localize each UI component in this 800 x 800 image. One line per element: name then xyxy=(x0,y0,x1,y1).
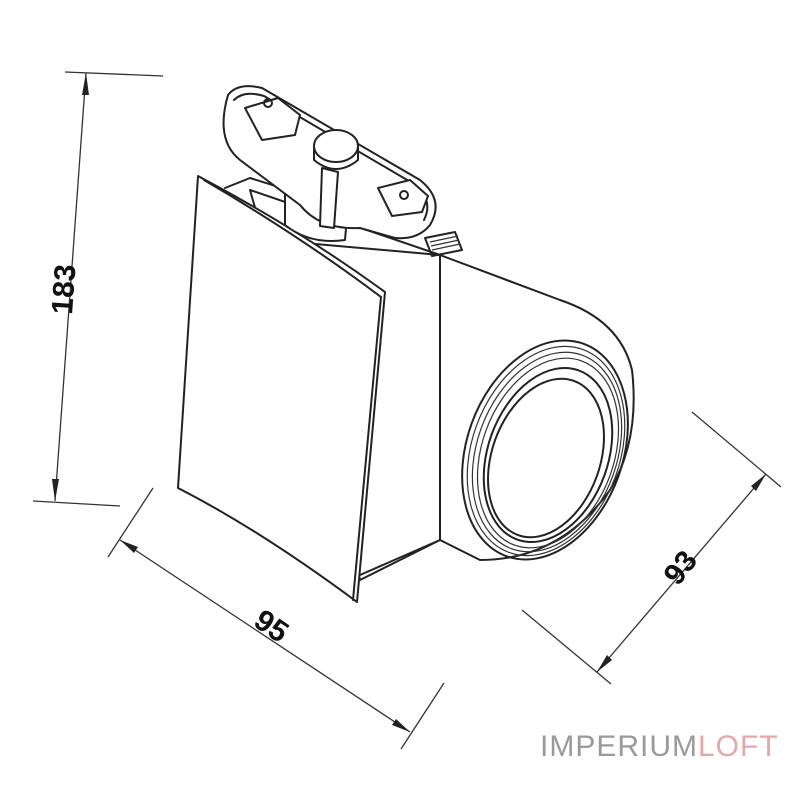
arrow-head-icon xyxy=(751,474,766,491)
arrow-head-icon xyxy=(392,719,410,732)
lens-ring-groove xyxy=(476,357,620,549)
front-face-panel xyxy=(177,175,386,603)
watermark-imperium: IMPERIUM xyxy=(540,730,698,763)
diameter-label: 93 xyxy=(658,545,705,592)
arrow-head-icon xyxy=(52,479,59,501)
lens-opening xyxy=(487,377,605,539)
diameter-extension-bottom xyxy=(521,609,612,685)
locking-lever xyxy=(319,167,339,229)
brand-watermark: IMPERIUMLOFT xyxy=(540,732,779,762)
center-knob-side xyxy=(313,145,359,170)
width-dimension-line xyxy=(119,539,411,733)
height-dimension: 183 xyxy=(32,71,164,507)
arrow-head-icon xyxy=(597,655,612,672)
center-knob xyxy=(313,129,359,163)
housing-bottom-edge xyxy=(359,539,441,576)
lens-inner-ring xyxy=(482,366,614,544)
lens-ring-groove xyxy=(466,345,626,557)
width-extension-right xyxy=(400,682,445,750)
diameter-extension-top xyxy=(691,411,782,488)
lens-ring xyxy=(461,339,629,561)
contact-hole-icon xyxy=(399,190,409,200)
width-extension-left xyxy=(107,487,154,558)
lens-outer-ring xyxy=(461,339,629,561)
height-dimension-line xyxy=(54,72,87,502)
height-extension-top xyxy=(64,71,164,77)
ribbed-connector xyxy=(424,231,463,257)
front-panel-bevel xyxy=(203,179,382,298)
front-panel-edge xyxy=(352,296,382,601)
track-adapter xyxy=(222,85,463,257)
arrow-head-icon xyxy=(120,540,138,553)
height-label: 183 xyxy=(46,263,82,315)
contact-hole-icon xyxy=(263,98,273,108)
lens-ring-groove xyxy=(471,351,623,553)
left-contact xyxy=(244,97,301,141)
arrow-head-icon xyxy=(82,73,89,95)
width-label: 95 xyxy=(248,603,294,649)
diameter-dimension-line xyxy=(596,473,767,673)
watermark-loft: LOFT xyxy=(698,730,779,763)
height-extension-bottom xyxy=(32,500,121,507)
